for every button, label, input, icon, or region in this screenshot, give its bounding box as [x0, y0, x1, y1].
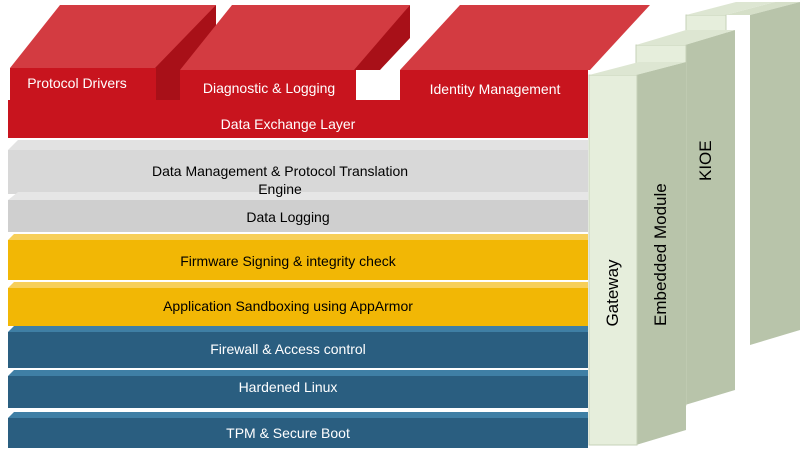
blue-layers	[8, 326, 588, 448]
app-sandboxing-label: Application Sandboxing using AppArmor	[163, 298, 413, 314]
yellow-layers	[8, 234, 588, 326]
gateway-pillar	[588, 62, 686, 446]
protocol-drivers-label: Protocol Drivers	[27, 75, 127, 91]
data-management-label: Data Management & Protocol Translation E…	[151, 163, 409, 197]
diagnostic-logging-label: Diagnostic & Logging	[202, 80, 336, 96]
firmware-signing-label: Firmware Signing & integrity check	[180, 253, 396, 269]
hardened-linux-label: Hardened Linux	[238, 379, 338, 395]
gateway-label: Gateway	[603, 259, 622, 327]
firewall-label: Firewall & Access control	[210, 341, 366, 357]
data-exchange-layer-label: Data Exchange Layer	[220, 116, 356, 132]
red-top-blocks	[8, 5, 650, 138]
kioe-label: KIOE	[696, 140, 715, 181]
tpm-secure-boot-label: TPM & Secure Boot	[226, 425, 350, 441]
data-logging-label: Data Logging	[246, 209, 330, 225]
grey-layers	[8, 140, 588, 232]
embedded-module-label: Embedded Module	[651, 183, 670, 326]
identity-management-label: Identity Management	[429, 81, 561, 97]
